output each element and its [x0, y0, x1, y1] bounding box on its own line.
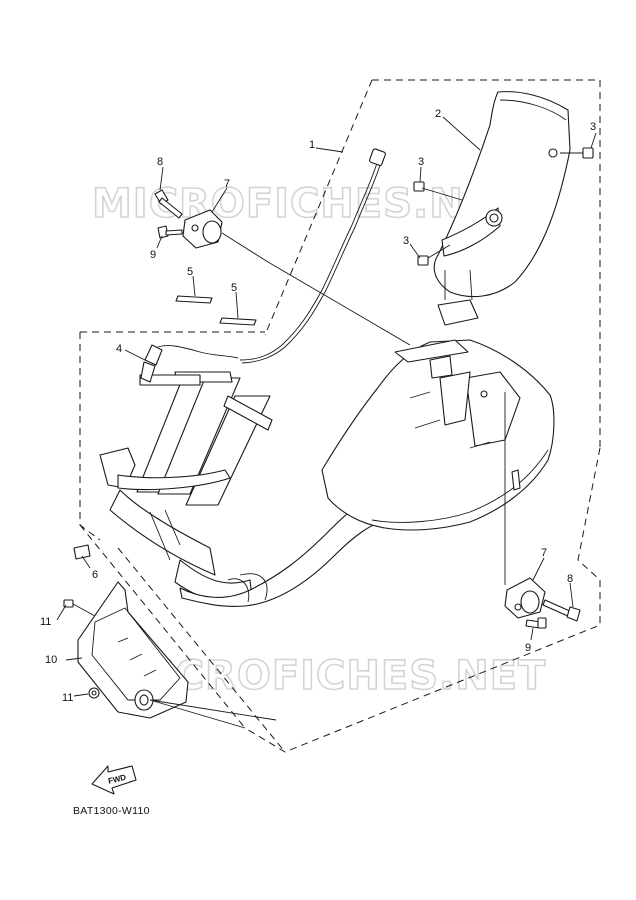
bolt-9-bottom — [525, 617, 547, 629]
clip-6 — [73, 544, 91, 560]
gasket-5-right — [219, 317, 257, 326]
bracket-damper-top — [182, 209, 411, 346]
muffler-cover — [433, 91, 571, 326]
washer-11-bottom — [88, 687, 100, 699]
bolt-3-left — [413, 181, 463, 201]
guide-line-heatshield — [79, 524, 286, 753]
exhaust-header-pipes — [99, 371, 273, 603]
bolt-11-top — [63, 599, 96, 617]
o2-sensor — [140, 344, 239, 383]
callout-5-left: 5 — [187, 266, 193, 278]
callout-11-bottom: 11 — [62, 692, 73, 704]
callout-3-bottom: 3 — [403, 235, 409, 247]
callout-5-right: 5 — [231, 282, 237, 294]
callout-4: 4 — [116, 343, 122, 355]
callout-1: 1 — [309, 139, 315, 151]
callout-10: 10 — [45, 654, 57, 666]
callout-11-top: 11 — [40, 616, 51, 628]
sensor-lead-wire — [239, 148, 386, 364]
callout-leaders — [56, 116, 597, 729]
bolt-3-right — [560, 147, 594, 159]
muffler-body — [321, 339, 555, 531]
callout-8-bottom: 8 — [567, 573, 573, 585]
bolt-8-bottom — [542, 599, 581, 622]
fwd-label: FWD — [107, 773, 127, 786]
callout-7-bottom: 7 — [541, 547, 547, 559]
callout-3-left: 3 — [418, 156, 424, 168]
callout-3-right: 3 — [590, 121, 596, 133]
fwd-arrow-icon: FWD — [91, 765, 137, 795]
callout-8-top: 8 — [157, 156, 163, 168]
callout-9-bottom: 9 — [525, 642, 531, 654]
bracket-damper-bottom — [504, 577, 546, 619]
drawing-code: BAT1300-W110 — [73, 805, 150, 817]
bolt-3-bottom — [417, 244, 451, 266]
bolt-9-top — [157, 225, 183, 239]
callout-2: 2 — [435, 108, 441, 120]
gasket-5-left — [175, 295, 213, 304]
assembly-boundary-right — [244, 79, 601, 753]
callout-9-top: 9 — [150, 249, 156, 261]
heat-shield — [77, 581, 189, 719]
callout-6: 6 — [92, 569, 98, 581]
bolt-8-top — [154, 189, 183, 219]
callout-7-top: 7 — [224, 178, 230, 190]
